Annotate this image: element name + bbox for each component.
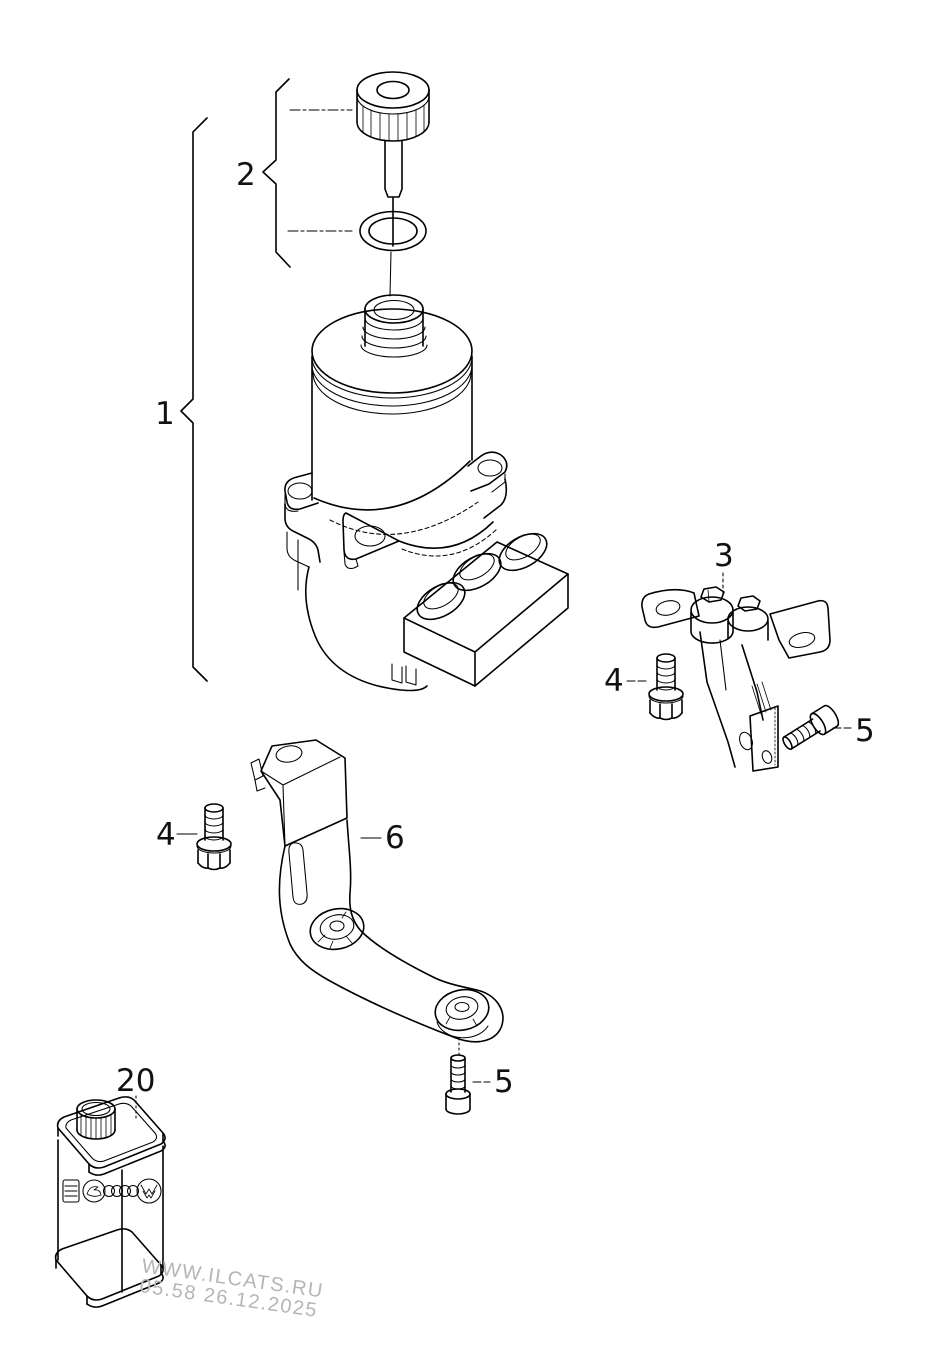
stud-hex-head-2	[737, 595, 761, 612]
screw-5-bottom: 5	[445, 1037, 514, 1115]
reservoir-cap	[356, 71, 430, 247]
left-tab-hole	[655, 600, 681, 616]
o-ring-seal	[359, 210, 427, 297]
bolt-4-right: 4	[604, 653, 684, 721]
connector-socket-3	[498, 532, 548, 572]
mounting-bracket-3: 3	[641, 538, 831, 772]
middle-bushing	[309, 907, 365, 951]
fluid-reservoir	[311, 294, 479, 535]
bracket-top-hole	[275, 745, 303, 763]
callout-5-right-label: 5	[855, 713, 875, 749]
callout-2-brace: 2	[236, 78, 353, 268]
bolt-4-left: 4	[156, 803, 232, 871]
callout-5-bottom-label: 5	[494, 1064, 514, 1100]
brand-logo-band	[62, 1178, 162, 1204]
fluid-bottle-20: 20	[54, 1063, 166, 1308]
stud-hex-head-1	[700, 586, 725, 603]
bracket-slot	[288, 842, 308, 905]
reservoir-ribs	[311, 356, 473, 415]
callout-3-label: 3	[714, 538, 734, 574]
cap-dipstick	[384, 140, 403, 198]
filler-neck-threads	[360, 317, 428, 358]
triangle-plate-hole	[354, 525, 386, 547]
end-bushing	[434, 988, 490, 1039]
support-bracket-6: 6	[250, 739, 504, 1043]
callout-2-label: 2	[236, 157, 256, 193]
right-ear-hole	[477, 459, 503, 477]
seat-logo	[62, 1179, 80, 1203]
callout-1-label: 1	[155, 396, 175, 432]
callout-20-label: 20	[116, 1063, 155, 1099]
connector-socket-1	[416, 581, 466, 621]
watermark: WWW.ILCATS.RU 05.58 26.12.2025	[138, 1255, 325, 1322]
pump-housing	[284, 451, 508, 692]
audi-rings-logo	[102, 1184, 140, 1198]
left-ear-hole	[287, 482, 313, 500]
skoda-logo	[82, 1179, 106, 1203]
bottom-tabs	[391, 663, 417, 686]
connector-block	[403, 532, 569, 687]
screw-5-right: 5	[777, 702, 875, 756]
callout-1-brace: 1	[155, 117, 208, 682]
vw-logo	[136, 1178, 162, 1204]
callout-4-left-label: 4	[156, 817, 176, 853]
callout-6-label: 6	[385, 820, 405, 856]
right-tab-hole	[788, 631, 816, 649]
callout-4-right-label: 4	[604, 663, 624, 699]
connector-socket-2	[452, 552, 502, 592]
cap-knurl-lines	[362, 104, 425, 142]
